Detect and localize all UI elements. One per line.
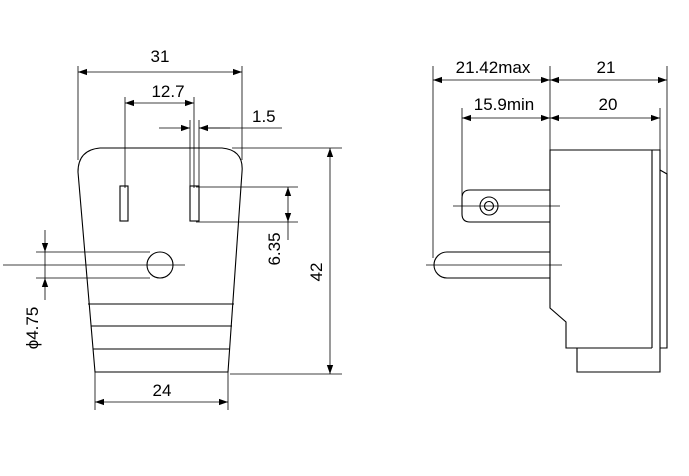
dim-base-width: 24 bbox=[94, 372, 229, 410]
blade-pin-left bbox=[119, 185, 129, 222]
dim-label-12-7: 12.7 bbox=[151, 82, 184, 101]
side-view: 21.42max 15.9min 21 20 bbox=[426, 58, 668, 373]
dim-overall-width: 31 bbox=[77, 47, 243, 160]
dim-label-31: 31 bbox=[151, 47, 170, 66]
dim-label-42: 42 bbox=[307, 263, 326, 282]
dim-label-6-35: 6.35 bbox=[265, 232, 284, 265]
dim-pin-thickness: 1.5 bbox=[159, 107, 282, 188]
plug-body-outline bbox=[77, 147, 243, 373]
front-view: 31 12.7 1.5 6.35 bbox=[3, 47, 342, 410]
side-body-outline bbox=[549, 149, 661, 373]
dim-label-21-42max: 21.42max bbox=[456, 58, 531, 77]
dim-body-depth-inner: 20 bbox=[550, 95, 661, 150]
dim-label-phi-4-75: ϕ4.75 bbox=[23, 307, 42, 350]
blade-pin-right bbox=[189, 185, 200, 222]
dim-ground-pin-diameter: ϕ4.75 bbox=[23, 230, 150, 349]
dim-label-24: 24 bbox=[153, 381, 172, 400]
dim-body-depth: 21 bbox=[550, 58, 668, 174]
dim-pin-spacing: 12.7 bbox=[124, 82, 195, 188]
dim-pin-length-min: 15.9min bbox=[461, 95, 550, 196]
dim-label-15-9min: 15.9min bbox=[474, 95, 534, 114]
dim-pin-offset: 6.35 bbox=[196, 186, 298, 266]
dim-label-20: 20 bbox=[599, 95, 618, 114]
dim-label-21: 21 bbox=[597, 58, 616, 77]
dim-height: 42 bbox=[230, 147, 342, 375]
side-rear-lip bbox=[659, 169, 668, 349]
dim-label-1-5: 1.5 bbox=[252, 107, 276, 126]
dim-pin-length-max: 21.42max bbox=[432, 58, 550, 258]
